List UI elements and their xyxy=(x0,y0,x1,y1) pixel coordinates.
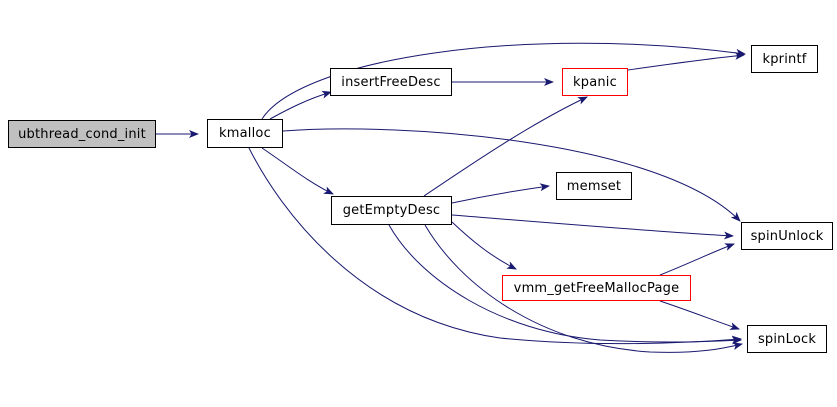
node-insertFreeDesc[interactable]: insertFreeDesc xyxy=(330,68,452,96)
edge-kmalloc-to-getEmptyDesc xyxy=(261,147,334,195)
node-kprintf[interactable]: kprintf xyxy=(751,45,818,73)
node-label-spinLock: spinLock xyxy=(757,331,817,347)
node-memset[interactable]: memset xyxy=(556,172,632,200)
edge-vmm_getFreeMallocPage-to-spinLock xyxy=(659,300,740,330)
node-label-spinUnlock: spinUnlock xyxy=(750,228,824,244)
node-label-vmm_getFreeMallocPage: vmm_getFreeMallocPage xyxy=(513,280,680,296)
node-label-ubthread_cond_init: ubthread_cond_init xyxy=(18,126,146,142)
node-getEmptyDesc[interactable]: getEmptyDesc xyxy=(331,196,452,225)
edge-kpanic-to-kprintf xyxy=(627,51,745,71)
node-kmalloc[interactable]: kmalloc xyxy=(207,119,283,148)
edge-vmm_getFreeMallocPage-to-spinUnlock xyxy=(659,243,735,276)
edge-getEmptyDesc-to-spinUnlock xyxy=(451,214,734,240)
node-spinUnlock[interactable]: spinUnlock xyxy=(741,222,833,250)
node-ubthread_cond_init[interactable]: ubthread_cond_init xyxy=(8,120,156,148)
node-label-memset: memset xyxy=(566,178,622,194)
node-label-insertFreeDesc: insertFreeDesc xyxy=(341,74,441,90)
node-label-kprintf: kprintf xyxy=(762,51,807,67)
edge-kmalloc-to-spinLock xyxy=(248,147,742,345)
edge-getEmptyDesc-to-vmm_getFreeMallocPage xyxy=(451,221,517,270)
node-kpanic[interactable]: kpanic xyxy=(562,68,628,96)
node-label-kmalloc: kmalloc xyxy=(219,126,271,141)
edge-kmalloc-to-insertFreeDesc xyxy=(269,90,332,120)
edge-getEmptyDesc-to-memset xyxy=(451,183,550,204)
node-vmm_getFreeMallocPage[interactable]: vmm_getFreeMallocPage xyxy=(502,275,691,301)
node-spinLock[interactable]: spinLock xyxy=(747,325,827,353)
node-label-getEmptyDesc: getEmptyDesc xyxy=(342,203,441,218)
node-label-kpanic: kpanic xyxy=(573,74,617,90)
